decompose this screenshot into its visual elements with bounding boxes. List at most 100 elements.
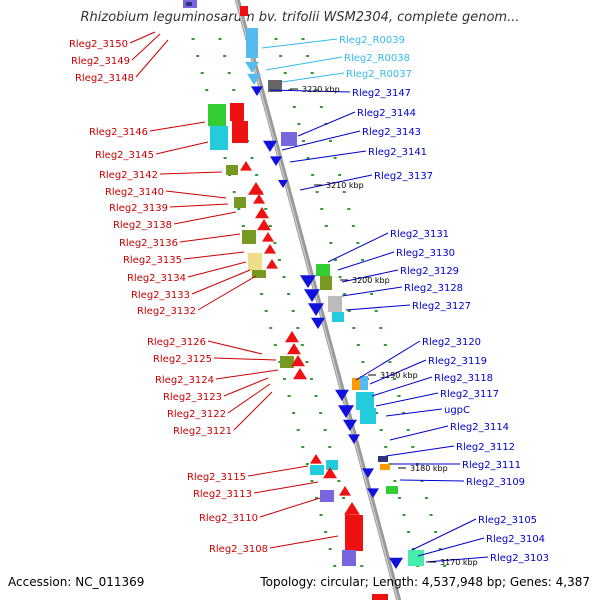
forward-gene-arrow[interactable] — [339, 486, 351, 496]
reverse-gene-arrow[interactable] — [338, 405, 354, 418]
right-gene-label[interactable]: Rleg2_3131 — [390, 229, 449, 240]
forward-gene-arrow[interactable] — [291, 355, 305, 367]
left-gene-label[interactable]: Rleg2_3132 — [137, 306, 196, 317]
reverse-gene-arrow[interactable] — [335, 389, 349, 401]
gene-block[interactable] — [386, 486, 398, 494]
left-gene-label[interactable]: Rleg2_3125 — [153, 354, 212, 365]
forward-gene-arrow[interactable] — [293, 368, 307, 380]
left-gene-label[interactable]: Rleg2_3149 — [71, 56, 130, 67]
reverse-gene-arrow[interactable] — [278, 180, 288, 188]
left-gene-label[interactable]: Rleg2_3138 — [113, 220, 172, 231]
right-gene-label[interactable]: Rleg2_3127 — [412, 301, 471, 312]
right-gene-label[interactable]: Rleg2_3105 — [478, 515, 537, 526]
right-gene-label[interactable]: Rleg2_3118 — [434, 373, 493, 384]
gene-block[interactable] — [242, 230, 256, 244]
reverse-gene-arrow[interactable] — [311, 317, 325, 329]
left-gene-label[interactable]: Rleg2_3150 — [69, 39, 128, 50]
gene-block[interactable] — [310, 465, 324, 475]
left-gene-label[interactable]: Rleg2_3110 — [199, 513, 258, 524]
forward-gene-arrow[interactable] — [323, 467, 337, 479]
gene-block[interactable] — [281, 132, 297, 146]
left-gene-label[interactable]: Rleg2_3108 — [209, 544, 268, 555]
left-gene-label[interactable]: Rleg2_3115 — [187, 472, 246, 483]
forward-gene-arrow[interactable] — [344, 502, 360, 515]
right-gene-label[interactable]: Rleg2_3141 — [368, 147, 427, 158]
right-gene-label[interactable]: Rleg2_3137 — [374, 171, 433, 182]
gene-block[interactable] — [210, 126, 228, 150]
reverse-gene-arrow[interactable] — [304, 289, 320, 302]
left-gene-label[interactable]: Rleg2_3146 — [89, 127, 148, 138]
reverse-gene-arrow[interactable] — [343, 419, 357, 431]
right-gene-label[interactable]: Rleg2_3117 — [440, 389, 499, 400]
right-gene-label[interactable]: Rleg2_R0037 — [346, 69, 412, 80]
right-gene-label[interactable]: Rleg2_3111 — [462, 460, 521, 471]
gene-block[interactable] — [360, 408, 376, 424]
reverse-gene-arrow[interactable] — [308, 303, 324, 316]
gene-block[interactable] — [226, 165, 238, 175]
gene-block[interactable] — [234, 197, 246, 208]
left-gene-label[interactable]: Rleg2_3134 — [127, 273, 186, 284]
forward-gene-arrow[interactable] — [310, 454, 322, 464]
right-gene-label[interactable]: Rleg2_R0039 — [339, 35, 405, 46]
forward-gene[interactable] — [372, 594, 388, 600]
gene-block[interactable] — [208, 104, 226, 126]
right-gene-label[interactable]: Rleg2_3147 — [352, 88, 411, 99]
gene-block[interactable] — [380, 464, 390, 470]
left-gene-label[interactable]: Rleg2_3133 — [131, 290, 190, 301]
gene-block[interactable] — [320, 490, 334, 502]
reverse-gene-arrow[interactable] — [300, 275, 316, 288]
reverse-gene-arrow[interactable] — [367, 488, 379, 498]
gene-block[interactable] — [316, 264, 330, 276]
left-gene-label[interactable]: Rleg2_3123 — [163, 392, 222, 403]
forward-gene[interactable] — [232, 121, 248, 143]
left-gene-label[interactable]: Rleg2_3122 — [167, 409, 226, 420]
left-gene-label[interactable]: Rleg2_3136 — [119, 238, 178, 249]
right-gene-label[interactable]: Rleg2_3144 — [357, 108, 416, 119]
reverse-gene-arrow[interactable] — [362, 468, 374, 478]
right-gene-label[interactable]: ugpC — [444, 405, 470, 416]
forward-gene-arrow[interactable] — [257, 219, 271, 231]
right-gene-label[interactable]: Rleg2_3130 — [396, 248, 455, 259]
reverse-gene-arrow[interactable] — [263, 140, 277, 152]
left-gene-label[interactable]: Rleg2_3124 — [155, 375, 214, 386]
left-gene-label[interactable]: Rleg2_3139 — [109, 203, 168, 214]
forward-gene[interactable] — [345, 515, 363, 551]
forward-gene-arrow[interactable] — [264, 244, 276, 254]
left-gene-label[interactable]: Rleg2_3142 — [99, 170, 158, 181]
right-gene-label[interactable]: Rleg2_3114 — [450, 422, 509, 433]
left-gene-label[interactable]: Rleg2_3135 — [123, 255, 182, 266]
reverse-gene-arrow[interactable] — [247, 73, 261, 85]
gene-block[interactable] — [356, 392, 374, 410]
forward-gene-arrow[interactable] — [287, 343, 301, 355]
left-gene-label[interactable]: Rleg2_3145 — [95, 150, 154, 161]
gene-block[interactable] — [342, 550, 356, 566]
gene-block[interactable] — [246, 28, 258, 58]
gene-block[interactable] — [320, 276, 332, 290]
right-gene-label[interactable]: Rleg2_3112 — [456, 442, 515, 453]
right-gene-label[interactable]: Rleg2_R0038 — [344, 53, 410, 64]
reverse-gene-arrow[interactable] — [348, 434, 360, 444]
gene-block[interactable] — [268, 80, 282, 92]
forward-gene-arrow[interactable] — [266, 259, 278, 269]
gene-block[interactable] — [280, 356, 294, 368]
right-gene-label[interactable]: Rleg2_3128 — [404, 283, 463, 294]
gene-block[interactable] — [248, 253, 262, 271]
left-gene-label[interactable]: Rleg2_3140 — [105, 187, 164, 198]
forward-gene-arrow[interactable] — [285, 331, 299, 343]
right-gene-label[interactable]: Rleg2_3109 — [466, 477, 525, 488]
right-gene-label[interactable]: Rleg2_3143 — [362, 127, 421, 138]
gene-block[interactable] — [332, 312, 344, 322]
reverse-gene-arrow[interactable] — [389, 557, 403, 569]
forward-gene[interactable] — [230, 103, 244, 121]
forward-gene-arrow[interactable] — [248, 182, 264, 195]
right-gene-label[interactable]: Rleg2_3129 — [400, 266, 459, 277]
gene-block[interactable] — [360, 376, 368, 390]
right-gene-label[interactable]: Rleg2_3120 — [422, 337, 481, 348]
left-gene-label[interactable]: Rleg2_3126 — [147, 337, 206, 348]
right-gene-label[interactable]: Rleg2_3104 — [486, 534, 545, 545]
gene-block[interactable] — [408, 550, 424, 566]
gene-block[interactable] — [252, 270, 266, 278]
reverse-gene-arrow[interactable] — [251, 86, 263, 96]
gene-block[interactable] — [328, 296, 342, 312]
gene-block[interactable] — [326, 460, 338, 470]
